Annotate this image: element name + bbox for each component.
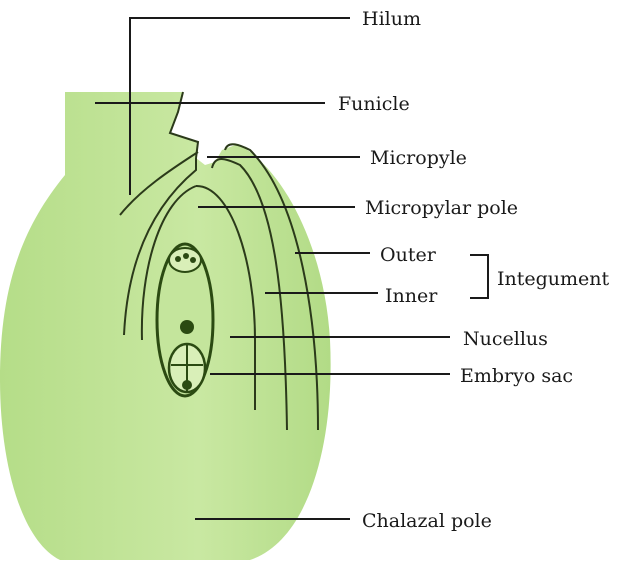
- antipodal-cells: [168, 247, 202, 273]
- nucellus-right: [195, 184, 256, 410]
- label-integument: Integument: [497, 268, 610, 290]
- outer-integument-right: [224, 143, 319, 431]
- label-outer: Outer: [380, 244, 437, 266]
- nucellus-left: [140, 185, 197, 341]
- outer-integument-left: [119, 151, 199, 216]
- label-nucellus: Nucellus: [463, 328, 548, 350]
- label-funicle: Funicle: [338, 93, 410, 115]
- label-micropylar-pole: Micropylar pole: [365, 197, 518, 219]
- label-chalazal-pole: Chalazal pole: [362, 510, 492, 532]
- inner-integument-left: [123, 158, 197, 336]
- hilum-leader: [129, 17, 350, 195]
- label-micropyle: Micropyle: [370, 147, 467, 169]
- secondary-nucleus: [180, 320, 194, 334]
- label-inner: Inner: [385, 285, 438, 307]
- inner-integument-right: [211, 158, 288, 431]
- integument-bracket: [470, 254, 489, 299]
- label-embryo-sac: Embryo sac: [460, 365, 573, 387]
- funicle-notch: [168, 91, 200, 159]
- label-hilum: Hilum: [362, 8, 421, 30]
